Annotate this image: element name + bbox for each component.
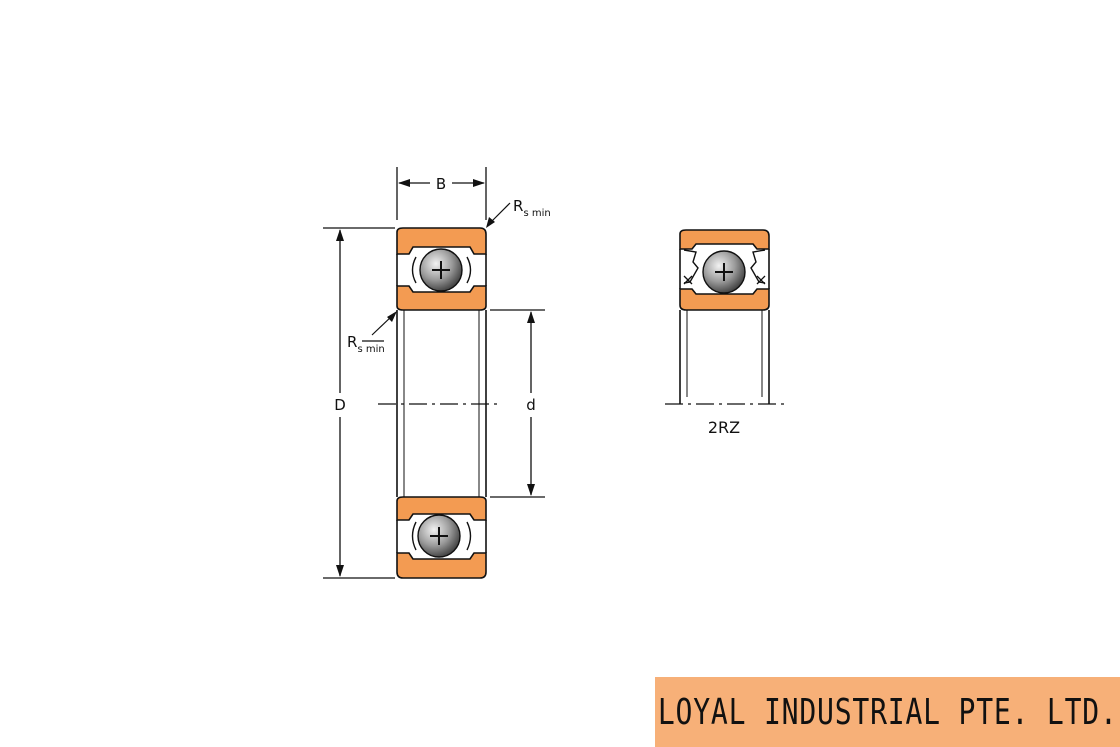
- seal-right: [750, 249, 766, 284]
- seal-left: [683, 249, 699, 284]
- label-bore-diameter: d: [526, 396, 536, 414]
- radius-main-left: R: [347, 333, 357, 351]
- radius-sub-left: s min: [357, 344, 384, 355]
- top-inner-ring: [396, 285, 487, 311]
- bottom-inner-ring: [396, 496, 487, 521]
- label-b: B: [436, 175, 446, 193]
- top-cage-left: [411, 256, 417, 284]
- bottom-outer-ring: [396, 552, 487, 579]
- top-cage-right: [466, 256, 472, 284]
- radius-main-top: R: [513, 197, 523, 215]
- dimension-d-bore: [490, 309, 545, 498]
- radius-label-top: Rs min: [513, 197, 551, 219]
- company-name: LOYAL INDUSTRIAL PTE. LTD.: [657, 691, 1118, 733]
- seal-outer-ring: [679, 229, 770, 250]
- radius-sub-top: s min: [523, 208, 550, 219]
- radius-callout-left: [362, 311, 397, 342]
- top-ring-section: [396, 227, 487, 311]
- bottom-ring-section: [396, 496, 487, 579]
- dimension-d-outer: [323, 227, 395, 579]
- seal-inner-ring: [679, 288, 770, 311]
- sealed-variant-section: [665, 229, 785, 405]
- dimension-b: [396, 167, 487, 220]
- top-outer-ring: [396, 227, 487, 255]
- radius-label-left: Rs min: [347, 333, 385, 355]
- company-banner: LOYAL INDUSTRIAL PTE. LTD.: [655, 677, 1120, 747]
- label-outer-diameter: D: [334, 396, 346, 414]
- radius-callout-top: [486, 202, 511, 228]
- label-2rz: 2RZ: [708, 418, 740, 437]
